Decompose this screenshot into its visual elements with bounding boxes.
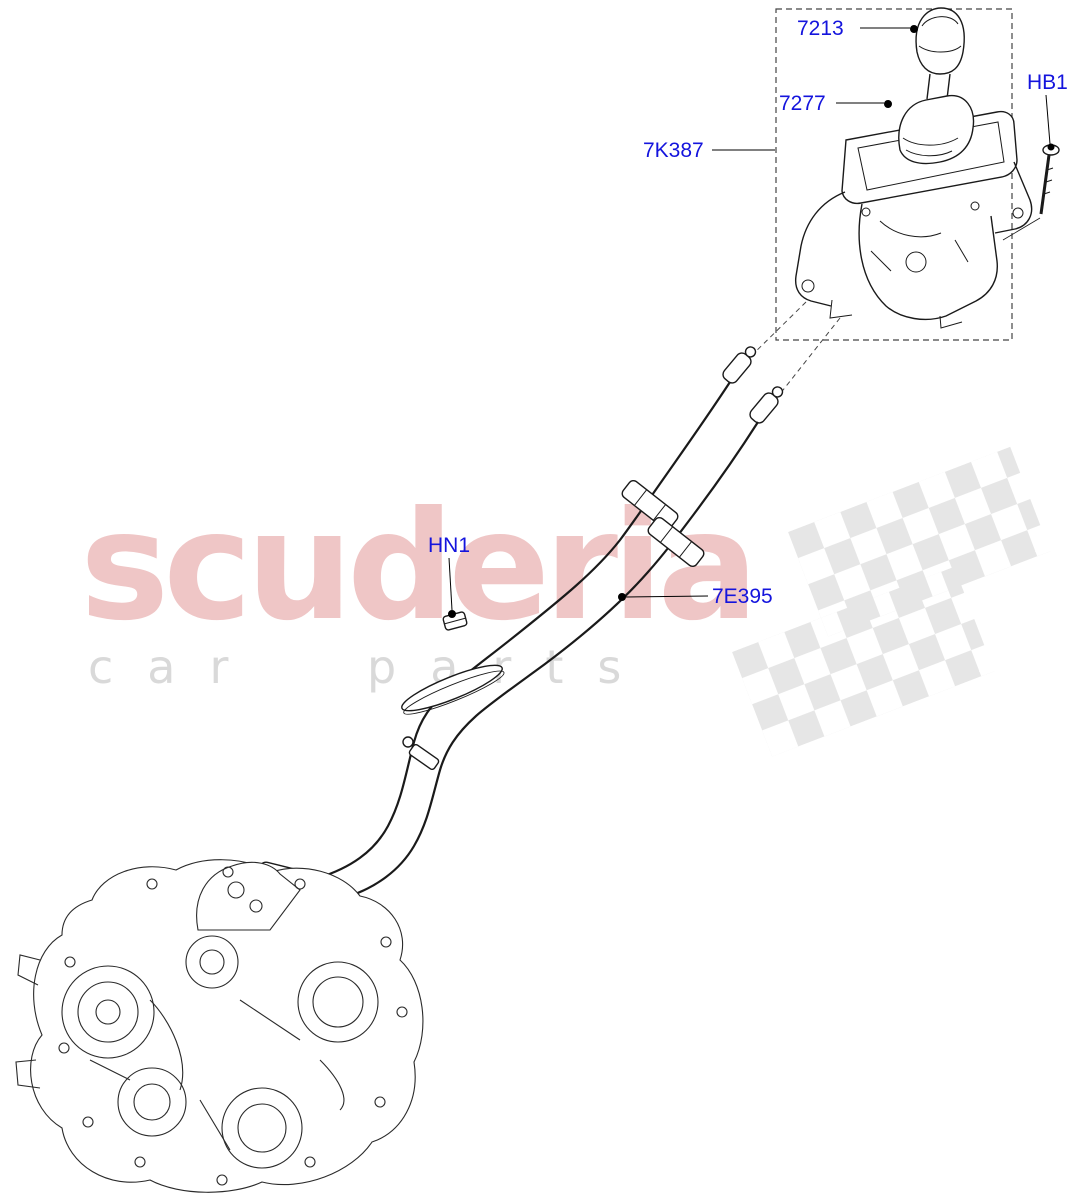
leader-HN1	[448, 557, 456, 618]
part-label-HN1[interactable]: HN1	[428, 534, 471, 557]
cable-adjuster-2	[647, 516, 705, 568]
shift-cable-a	[261, 381, 731, 884]
assembly-boundary-box	[775, 8, 1013, 341]
cable-bracket-plate	[401, 664, 505, 715]
transmission-drawing	[15, 859, 424, 1193]
part-label-7213[interactable]: 7213	[797, 17, 844, 40]
cable-adjuster-1	[621, 479, 679, 531]
label-leader-lines	[448, 25, 1055, 618]
watermark-brand: scuderia	[80, 480, 759, 654]
cable-end-fitting-upper-2	[749, 386, 784, 424]
hb1-pin-bolt	[1002, 144, 1060, 241]
leader-7277	[836, 100, 892, 108]
leader-HB1	[1045, 94, 1055, 151]
part-label-7E395[interactable]: 7E395	[712, 585, 773, 608]
part-label-HB1[interactable]: HB1	[1027, 71, 1068, 94]
cable-clamp-2	[402, 736, 414, 748]
shift-cables	[246, 346, 784, 917]
exploded-view-dashes	[744, 301, 841, 405]
part-label-7277[interactable]: 7277	[779, 92, 826, 115]
cable-end-fitting-upper-1	[722, 346, 757, 384]
leader-7213	[860, 25, 918, 33]
shift-cable-b	[285, 421, 759, 906]
part-label-7K387[interactable]: 7K387	[643, 139, 704, 162]
shift-boot	[898, 94, 975, 165]
gear-shifter-assembly	[794, 7, 1060, 329]
gear-knob	[915, 7, 965, 100]
watermark-subtitle: car parts	[88, 640, 656, 694]
shifter-housing	[794, 161, 1033, 329]
cable-clamp-1	[408, 743, 440, 771]
leader-7E395	[618, 593, 709, 601]
checkered-flag-watermark	[732, 446, 1051, 757]
